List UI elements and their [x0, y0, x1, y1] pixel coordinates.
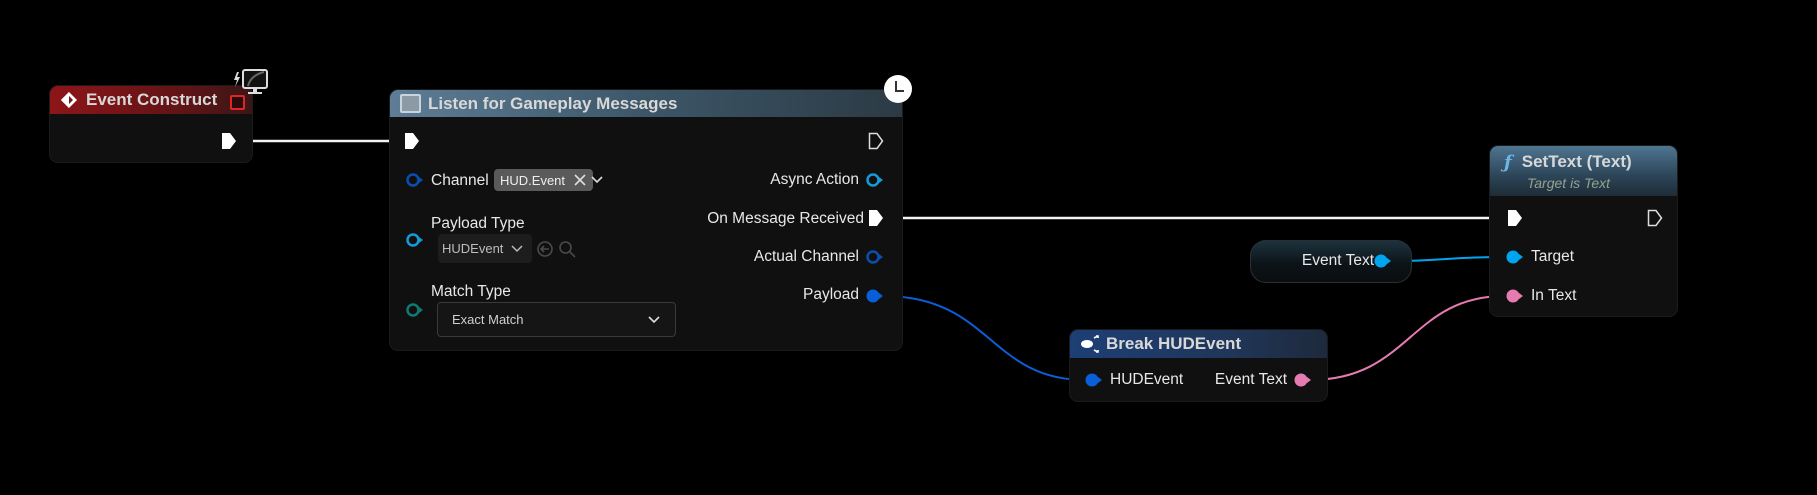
- match-type-dropdown[interactable]: Exact Match: [437, 302, 676, 337]
- replication-indicator: [230, 95, 245, 110]
- listen-for-gameplay-messages-node[interactable]: Listen for Gameplay Messages Channel HUD…: [390, 90, 902, 350]
- on-message-received-label: On Message Received: [707, 210, 864, 227]
- use-selected-asset-icon[interactable]: [536, 240, 554, 258]
- browse-search-icon[interactable]: [558, 240, 576, 258]
- client-monitor-icon: [234, 69, 268, 94]
- event-text-getter-label: Event Text: [1301, 252, 1374, 269]
- clear-tag-icon[interactable]: [573, 173, 587, 187]
- node-subtitle: Target is Text: [1527, 174, 1611, 191]
- text-wire: [1309, 295, 1506, 381]
- chevron-down-icon: [511, 245, 523, 253]
- payload-type-pin[interactable]: [406, 233, 424, 247]
- settext-node[interactable]: ƒ SetText (Text) Target is Text Target I…: [1490, 146, 1677, 316]
- channel-pin[interactable]: [406, 173, 424, 187]
- payload-type-combo[interactable]: HUDEvent: [438, 234, 532, 263]
- in-text-label: In Text: [1531, 287, 1577, 304]
- node-title: Break HUDEvent: [1106, 334, 1242, 353]
- node-title: Event Construct: [86, 90, 218, 109]
- clock-icon: [884, 75, 912, 103]
- channel-tag-chip[interactable]: HUD.Event: [494, 169, 594, 191]
- channel-tag-value: HUD.Event: [500, 172, 566, 188]
- exec-then-pin[interactable]: [868, 132, 884, 150]
- node-title: Listen for Gameplay Messages: [428, 93, 678, 113]
- break-struct-icon: [1081, 335, 1099, 353]
- in-text-pin[interactable]: [1506, 289, 1524, 303]
- break-header: Break HUDEvent: [1070, 330, 1327, 358]
- payload-pin[interactable]: [866, 289, 884, 303]
- async-window-icon: [400, 94, 421, 113]
- match-type-label: Match Type: [431, 283, 511, 300]
- event-diamond-icon: [61, 92, 77, 108]
- target-label: Target: [1531, 248, 1575, 265]
- exec-out-pin[interactable]: [221, 132, 237, 150]
- event-text-output-pin[interactable]: [1294, 373, 1312, 387]
- match-type-pin[interactable]: [406, 303, 424, 317]
- actual-channel-label: Actual Channel: [753, 248, 859, 265]
- chevron-down-icon: [648, 315, 660, 323]
- event-text-getter-pin[interactable]: [1374, 254, 1392, 268]
- exec-then-pin[interactable]: [1647, 209, 1663, 227]
- channel-chevron-down-icon[interactable]: [590, 175, 604, 185]
- target-pin[interactable]: [1506, 250, 1524, 264]
- hudevent-input-label: HUDEvent: [1110, 371, 1184, 388]
- payload-wire: [883, 295, 1086, 381]
- match-type-value: Exact Match: [452, 312, 524, 327]
- async-action-pin[interactable]: [866, 173, 884, 187]
- async-action-label: Async Action: [770, 171, 859, 188]
- function-icon: ƒ: [1504, 151, 1512, 173]
- channel-label: Channel: [431, 172, 489, 189]
- break-hudevent-node[interactable]: Break HUDEvent HUDEvent Event Text: [1070, 330, 1327, 401]
- event-construct-node[interactable]: Event Construct: [50, 86, 252, 162]
- hudevent-input-pin[interactable]: [1085, 373, 1103, 387]
- settext-header: ƒ SetText (Text) Target is Text: [1490, 146, 1677, 196]
- exec-in-pin[interactable]: [1507, 209, 1523, 227]
- event-construct-header: Event Construct: [50, 86, 252, 114]
- event-text-output-label: Event Text: [1214, 371, 1287, 388]
- listen-header: Listen for Gameplay Messages: [390, 90, 902, 117]
- payload-type-value: HUDEvent: [442, 241, 504, 256]
- payload-label: Payload: [802, 286, 859, 303]
- actual-channel-pin[interactable]: [866, 250, 884, 264]
- event-text-variable-getter[interactable]: Event Text: [1250, 240, 1412, 283]
- node-title: SetText (Text): [1521, 152, 1632, 171]
- exec-in-pin[interactable]: [404, 132, 420, 150]
- on-message-received-exec-pin[interactable]: [868, 209, 884, 227]
- payload-type-label: Payload Type: [431, 215, 525, 232]
